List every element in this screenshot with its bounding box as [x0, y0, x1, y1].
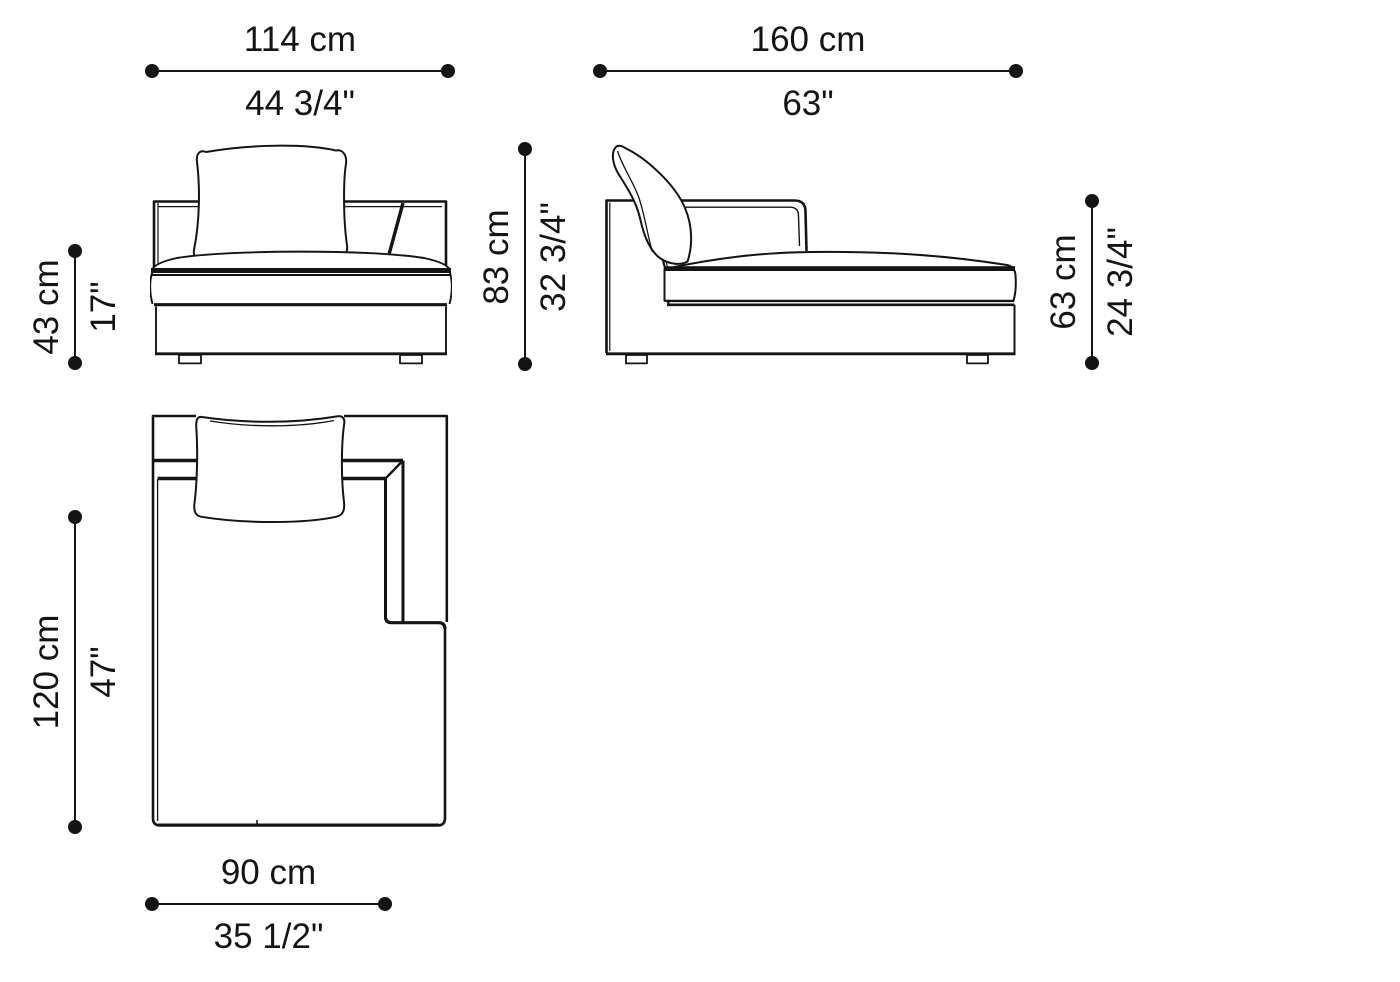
dimension-endpoint-dot	[378, 897, 392, 911]
dimension-endpoint-dot	[68, 820, 82, 834]
dimension-line	[152, 902, 385, 906]
dimension-endpoint-dot	[145, 897, 159, 911]
dimension-endpoint-dot	[145, 64, 159, 78]
dimension-label-cm: 160 cm	[750, 19, 866, 59]
dimension-endpoint-dot	[68, 244, 82, 258]
front-back-pillow	[192, 144, 349, 265]
dimension-endpoint-dot	[1085, 356, 1099, 370]
front-feet	[178, 354, 423, 365]
dimension-line	[73, 251, 77, 363]
dimension-label-cm: 83 cm	[476, 208, 516, 305]
dimension-line	[600, 69, 1016, 73]
dimension-line	[152, 69, 448, 73]
side-back-pillow	[611, 144, 693, 265]
dimension-label-inches: 35 1/2"	[213, 917, 324, 956]
dimension-label-cm: 43 cm	[26, 259, 66, 355]
dimension-label-inches: 47"	[84, 646, 123, 698]
dimension-label-inches: 44 3/4"	[245, 84, 355, 123]
front-view-drawing	[150, 144, 452, 365]
dimension-endpoint-dot	[1085, 194, 1099, 208]
dimension-endpoint-dot	[518, 142, 532, 156]
side-backrest-rail	[648, 199, 808, 252]
front-base	[155, 306, 447, 354]
side-seat-cushion	[663, 250, 1017, 302]
dimension-line	[73, 517, 77, 827]
dimension-label-inches: 32 3/4"	[534, 201, 573, 312]
dimension-label-inches: 24 3/4"	[1101, 227, 1140, 337]
plan-view-drawing	[151, 413, 449, 827]
plan-back-pillow	[193, 415, 346, 524]
dimension-endpoint-dot	[593, 64, 607, 78]
dimension-line	[1090, 201, 1094, 363]
dimension-label-inches: 17"	[84, 281, 123, 333]
dimension-endpoint-dot	[68, 356, 82, 370]
dimension-endpoint-dot	[1009, 64, 1023, 78]
dimension-endpoint-dot	[518, 357, 532, 371]
dimension-line	[523, 149, 527, 364]
side-feet	[625, 354, 989, 365]
dimension-endpoint-dot	[441, 64, 455, 78]
dimension-label-cm: 90 cm	[220, 852, 317, 892]
front-arm-seam	[385, 202, 405, 261]
dimension-label-inches: 63"	[782, 84, 834, 123]
side-view-drawing	[605, 144, 1017, 365]
plan-arm-notch	[383, 616, 447, 630]
dimension-endpoint-dot	[68, 510, 82, 524]
dimension-label-cm: 120 cm	[26, 614, 66, 730]
dimension-label-cm: 63 cm	[1043, 234, 1083, 330]
dimension-label-cm: 114 cm	[243, 19, 357, 59]
